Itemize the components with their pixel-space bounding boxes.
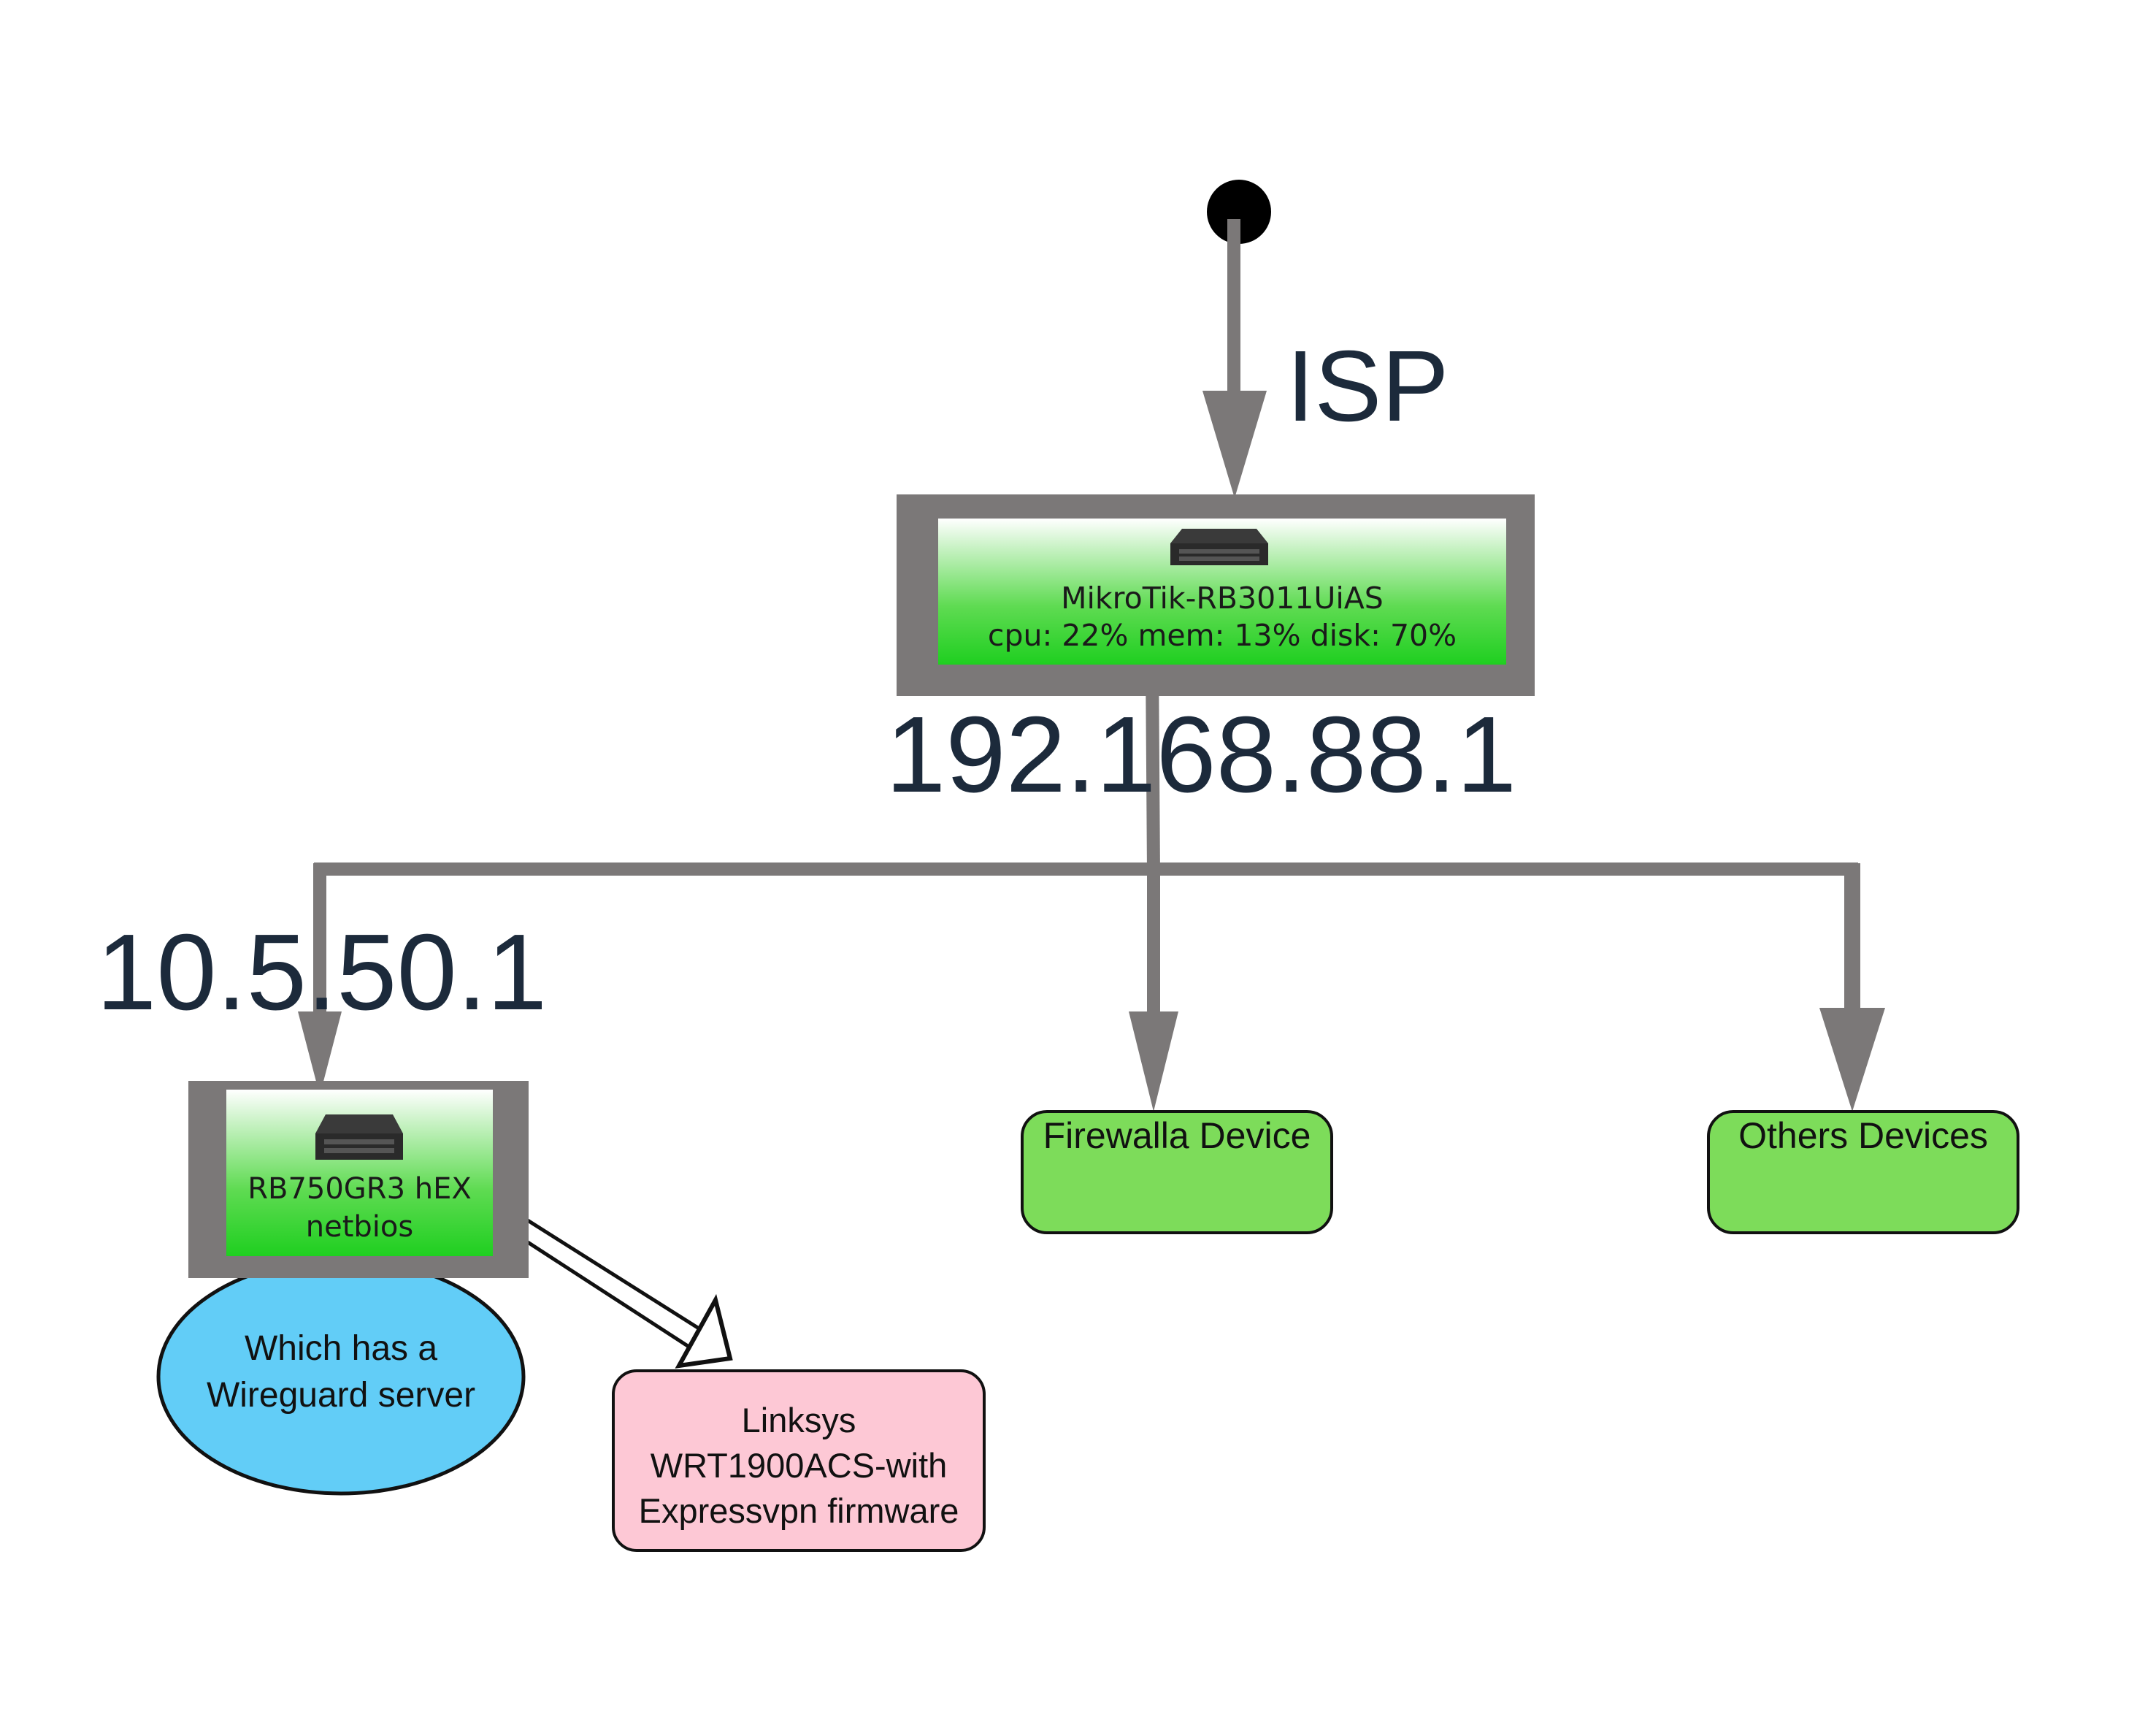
isp-entry-point [1207,180,1271,244]
edge-sub-router-arrowhead [298,1011,342,1095]
sub-router-model: RB750GR3 hEX [248,1172,472,1206]
others-label: Others Devices [1738,1115,1988,1156]
edge-linksys-arrowhead [675,1293,733,1369]
sub-router-ip-label: 10.5.50.1 [96,912,548,1033]
wireguard-line-1: Which has a [244,1329,438,1368]
router-icon [315,1114,403,1160]
linksys-line-3: Expressvpn firmware [638,1491,959,1530]
linksys-node: Linksys WRT1900ACS-with Expressvpn firmw… [612,1369,986,1552]
main-router-stats: cpu: 22% mem: 13% disk: 70% [987,617,1457,653]
main-router-name: MikroTik-RB3011UiAS [1061,580,1384,616]
edge-to-linksys-a [523,1216,704,1333]
wireguard-line-2: Wireguard server [206,1376,476,1415]
edge-to-linksys-b [514,1232,691,1350]
linksys-line-1: Linksys [741,1401,856,1439]
sub-router-host: netbios [305,1210,414,1244]
edge-others-arrowhead [1819,1008,1885,1112]
main-router-ip-label: 192.168.88.1 [886,695,1517,815]
edge-main-trunk [1146,660,1160,873]
others-node: Others Devices [1707,1110,2019,1234]
main-router-node: MikroTik-RB3011UiAS cpu: 22% mem: 13% di… [897,494,1535,696]
router-icon [1170,529,1268,565]
isp-label: ISP [1286,330,1449,443]
sub-router-node: RB750GR3 hEX netbios [188,1081,529,1278]
wireguard-label: Which has a Wireguard server [158,1326,523,1419]
edge-isp-arrowhead [1202,391,1267,498]
edge-firewalla-arrowhead [1129,1011,1178,1112]
firewalla-label: Firewalla Device [1043,1115,1311,1156]
firewalla-node: Firewalla Device [1021,1110,1333,1234]
linksys-line-2: WRT1900ACS-with [650,1446,948,1485]
